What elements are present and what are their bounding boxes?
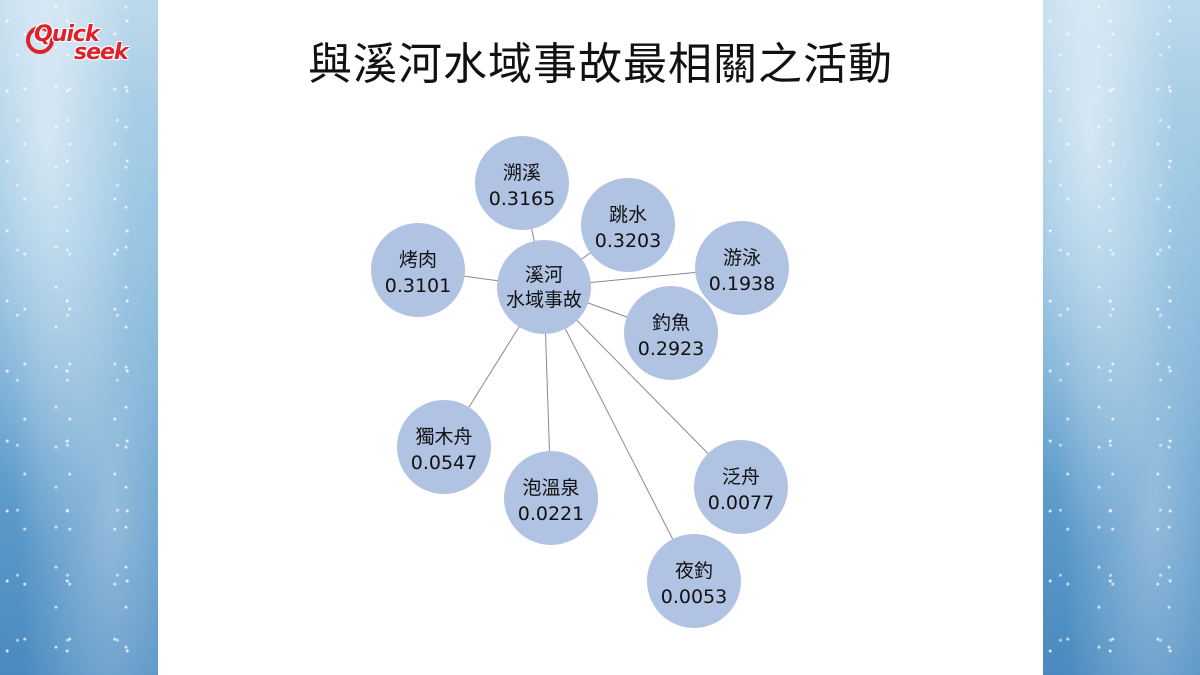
node-circle [504, 451, 598, 545]
node-value: 0.3101 [385, 275, 451, 297]
node-circle [624, 286, 718, 380]
activity-node: 烤肉 0.3101 [371, 223, 465, 317]
node-label: 獨木舟 [415, 426, 472, 448]
node-circle [475, 136, 569, 230]
node-circle [371, 223, 465, 317]
activity-node: 釣魚 0.2923 [624, 286, 718, 380]
node-label: 溯溪 [503, 162, 541, 184]
activity-node: 泡溫泉 0.0221 [504, 451, 598, 545]
node-label: 夜釣 [675, 560, 713, 582]
activity-node: 獨木舟 0.0547 [397, 400, 491, 494]
activity-node: 游泳 0.1938 [695, 221, 789, 315]
background-panel-left [0, 0, 158, 675]
slide-title: 與溪河水域事故最相關之活動 [308, 39, 893, 90]
node-circle [581, 178, 675, 272]
slide: 與溪河水域事故最相關之活動 溯溪 0.3165 跳水 0.3203 游泳 0.1938 烤肉… [158, 0, 1043, 675]
node-label: 泡溫泉 [522, 477, 579, 499]
node-value: 0.0547 [411, 452, 477, 474]
node-label: 烤肉 [399, 249, 437, 271]
logo-text-line2: seek [74, 40, 129, 65]
activity-node: 夜釣 0.0053 [647, 534, 741, 628]
activity-node: 溯溪 0.3165 [475, 136, 569, 230]
quickseek-logo: Quick seek [24, 22, 154, 66]
background-panel-right [1043, 0, 1200, 675]
center-circle [497, 240, 591, 334]
node-value: 0.0221 [518, 503, 584, 525]
network-diagram: 溯溪 0.3165 跳水 0.3203 游泳 0.1938 烤肉 0.3101 釣魚 0.2923… [371, 136, 789, 628]
node-value: 0.2923 [638, 338, 704, 360]
node-value: 0.0053 [661, 586, 727, 608]
center-node: 溪河水域事故 [497, 240, 591, 334]
node-circle [695, 221, 789, 315]
center-label-line2: 水域事故 [506, 289, 582, 311]
node-circle [397, 400, 491, 494]
activity-node: 泛舟 0.0077 [694, 440, 788, 534]
node-label: 釣魚 [652, 312, 690, 334]
node-value: 0.0077 [708, 492, 774, 514]
node-value: 0.1938 [709, 273, 775, 295]
center-label-line1: 溪河 [525, 264, 563, 286]
node-label: 游泳 [723, 247, 761, 269]
activity-node: 跳水 0.3203 [581, 178, 675, 272]
node-label: 泛舟 [722, 466, 760, 488]
magnifier-icon [26, 26, 54, 54]
node-value: 0.3203 [595, 230, 661, 252]
node-circle [647, 534, 741, 628]
node-value: 0.3165 [489, 188, 555, 210]
logo-text-line1: Quick [34, 22, 100, 47]
edge-9 [543, 286, 695, 582]
node-label: 跳水 [609, 204, 647, 226]
node-circle [694, 440, 788, 534]
